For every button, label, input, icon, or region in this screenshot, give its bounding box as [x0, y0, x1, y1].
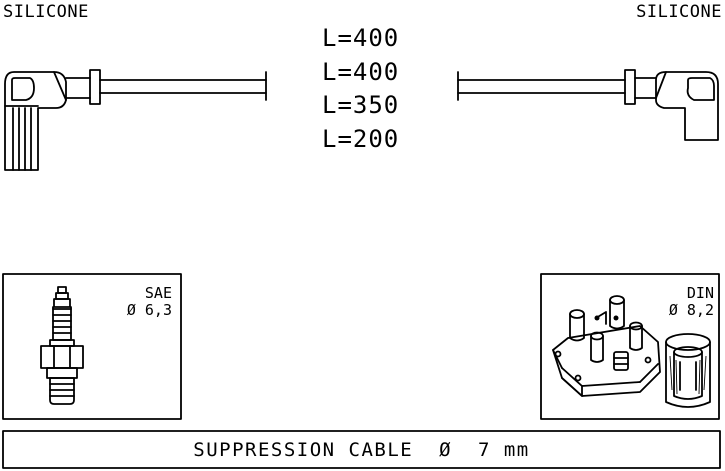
length-item: L=200: [322, 124, 400, 153]
spark-plug-panel: [2, 273, 182, 420]
length-list: L=400 L=400 L=350 L=200: [322, 22, 399, 156]
ignition-coil-panel: [540, 273, 720, 420]
din-spec: DIN Ø 8,2: [658, 285, 714, 319]
length-item: L=400: [322, 57, 400, 86]
terminal-dot-icon: [613, 315, 619, 321]
din-diameter-label: Ø 8,2: [668, 301, 714, 319]
length-item: L=400: [322, 24, 400, 52]
left-material-label: SILICONE: [3, 2, 89, 22]
sae-spec: SAE Ø 6,3: [120, 285, 172, 319]
right-cable: [457, 71, 626, 101]
terminal-dot-icon: [594, 315, 600, 321]
ignition-coil-icon: [552, 295, 711, 408]
length-item: L=350: [322, 91, 400, 119]
sae-standard-label: SAE: [144, 284, 172, 302]
footer-frame: [2, 430, 721, 469]
sae-diameter-label: Ø 6,3: [126, 301, 172, 319]
din-standard-label: DIN: [686, 284, 714, 302]
right-boot-connector: [624, 69, 719, 141]
suppression-cable-caption: SUPPRESSION CABLE Ø 7 mm: [193, 438, 530, 461]
spark-plug-icon: [40, 286, 84, 405]
left-cable: [99, 71, 267, 101]
right-material-label: SILICONE: [636, 2, 722, 22]
left-boot-connector: [4, 69, 101, 171]
